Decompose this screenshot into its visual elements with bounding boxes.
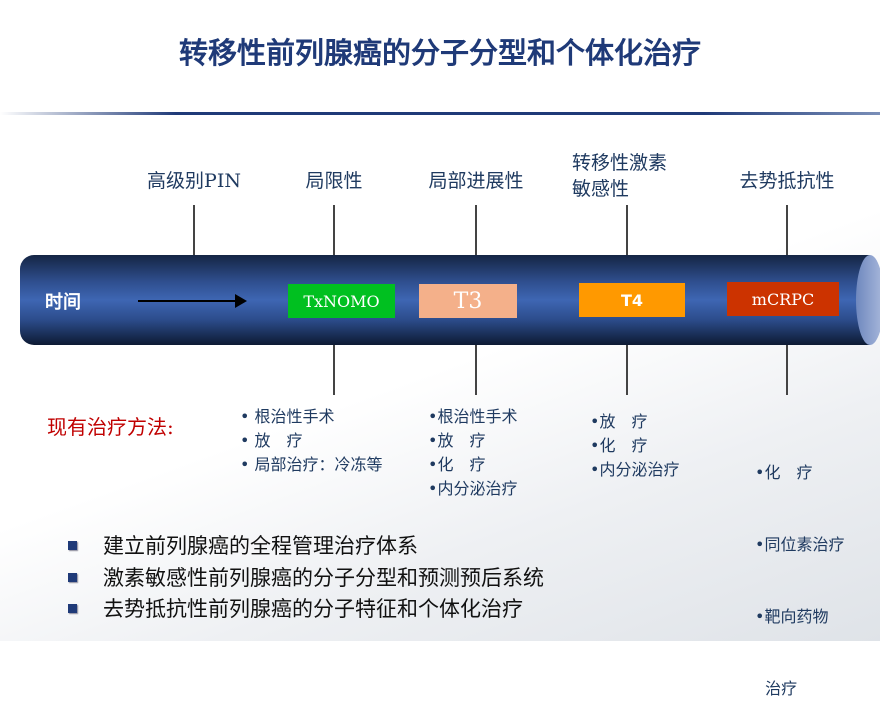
slide-title: 转移性前列腺癌的分子分型和个体化治疗: [178, 36, 701, 70]
bullet-item: 建立前列腺癌的全程管理治疗体系: [68, 530, 418, 560]
time-label: 时间: [45, 292, 81, 313]
list-item: •放 疗: [428, 431, 486, 450]
list-item: •化 疗: [590, 436, 648, 455]
tick-line: [333, 345, 335, 395]
list-item: • 局部治疗：冷冻等: [240, 455, 383, 474]
tick-line: [333, 205, 335, 255]
stage-label: 局限性: [305, 170, 363, 192]
tick-line: [626, 205, 628, 255]
tick-line: [193, 205, 195, 255]
list-item: 治疗: [755, 679, 798, 698]
square-bullet-icon: [68, 540, 77, 550]
tick-line: [475, 205, 477, 255]
bullet-item: 去势抵抗性前列腺癌的分子特征和个体化治疗: [68, 593, 523, 623]
list-item: •放 疗: [590, 412, 648, 431]
list-item: • 根治性手术: [240, 407, 335, 426]
stage-box-txnomo: TxNOMO: [288, 284, 395, 318]
methods-label: 现有治疗方法:: [47, 415, 174, 439]
stage-box-t4: T4: [579, 283, 685, 317]
square-bullet-icon: [68, 572, 77, 582]
methods-list-localized: • 根治性手术 • 放 疗 • 局部治疗：冷冻等: [240, 405, 383, 477]
bullet-item: 激素敏感性前列腺癌的分子分型和预测预后系统: [68, 562, 544, 592]
bullet-text: 去势抵抗性前列腺癌的分子特征和个体化治疗: [103, 597, 523, 621]
square-bullet-icon: [68, 603, 77, 613]
tick-line: [475, 345, 477, 395]
stage-label: 去势抵抗性: [739, 170, 835, 192]
stage-box-t3: T3: [419, 284, 517, 318]
list-item: •靶向药物: [755, 607, 829, 626]
methods-list-hormone-sensitive: •放 疗 •化 疗 •内分泌治疗: [590, 410, 679, 482]
methods-list-advanced: •根治性手术 •放 疗 •化 疗 •内分泌治疗: [428, 405, 517, 501]
title-divider: [0, 112, 880, 115]
list-item: •内分泌治疗: [428, 479, 518, 498]
list-item: •同位素治疗: [755, 535, 845, 554]
tube-end: [856, 255, 880, 345]
list-item: •化 疗: [428, 455, 486, 474]
methods-list-castration-resistant: •化 疗 •同位素治疗 •靶向药物 治疗: [755, 413, 844, 725]
list-item: • 放 疗: [240, 431, 303, 450]
stage-label: 转移性激素 敏感性: [572, 152, 668, 200]
tick-line: [786, 205, 788, 255]
list-item: •根治性手术: [428, 407, 518, 426]
stage-box-mcrpc: mCRPC: [727, 282, 839, 316]
list-item: •内分泌治疗: [590, 460, 680, 479]
list-item: •化 疗: [755, 463, 813, 482]
tick-line: [786, 345, 788, 395]
arrow-right-icon: [138, 294, 247, 308]
tick-line: [626, 345, 628, 395]
bullet-text: 建立前列腺癌的全程管理治疗体系: [103, 534, 418, 558]
stage-label: 高级别PIN: [147, 170, 241, 192]
bullet-text: 激素敏感性前列腺癌的分子分型和预测预后系统: [103, 566, 544, 590]
stage-label: 局部进展性: [428, 170, 524, 192]
